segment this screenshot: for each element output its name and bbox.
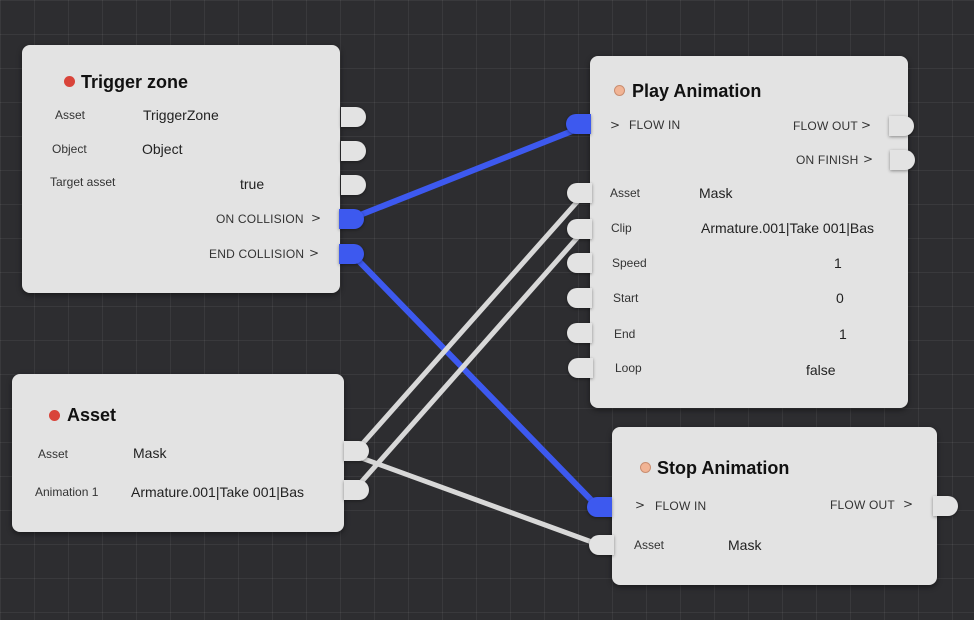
flow-out-output-port[interactable] bbox=[933, 496, 958, 516]
chevron-right-icon: > bbox=[311, 211, 322, 225]
chevron-right-icon: > bbox=[903, 497, 914, 511]
speed-label: Speed bbox=[612, 256, 647, 270]
node-title: Asset bbox=[67, 405, 117, 425]
flow-in-label: FLOW IN bbox=[629, 118, 681, 132]
chevron-right-icon: > bbox=[863, 152, 874, 166]
asset-node[interactable]: Asset Asset Mask Animation 1 Armature.00… bbox=[12, 374, 344, 532]
asset-label: Asset bbox=[55, 108, 86, 122]
chevron-right-icon: > bbox=[610, 118, 621, 132]
wire-animation-to-play-clip bbox=[353, 226, 588, 491]
on-finish-output-port[interactable] bbox=[890, 150, 915, 170]
asset-value[interactable]: TriggerZone bbox=[143, 107, 219, 123]
wire-asset-to-play-asset bbox=[353, 190, 588, 454]
asset-input-port[interactable] bbox=[589, 535, 614, 555]
on-collision-output-port[interactable] bbox=[339, 209, 364, 229]
end-value[interactable]: 1 bbox=[839, 326, 847, 342]
node-title: Stop Animation bbox=[657, 458, 790, 478]
loop-label: Loop bbox=[615, 361, 642, 375]
target-asset-output-port[interactable] bbox=[341, 175, 366, 195]
asset-output-port[interactable] bbox=[341, 107, 366, 127]
flow-out-output-port[interactable] bbox=[889, 116, 914, 136]
start-input-port[interactable] bbox=[567, 288, 592, 308]
flow-in-label: FLOW IN bbox=[655, 499, 707, 513]
clip-input-port[interactable] bbox=[567, 219, 592, 239]
clip-label: Clip bbox=[611, 221, 632, 235]
target-asset-label: Target asset bbox=[50, 175, 116, 189]
chevron-right-icon: > bbox=[309, 246, 320, 260]
chevron-right-icon: > bbox=[861, 118, 872, 132]
node-title: Trigger zone bbox=[81, 72, 189, 92]
end-input-port[interactable] bbox=[567, 323, 592, 343]
asset-label: Asset bbox=[610, 186, 641, 200]
start-label: Start bbox=[613, 291, 639, 305]
object-output-port[interactable] bbox=[341, 141, 366, 161]
asset-output-port[interactable] bbox=[344, 441, 369, 461]
flow-out-label: FLOW OUT bbox=[830, 498, 895, 512]
end-label: End bbox=[614, 327, 636, 341]
status-dot-icon bbox=[640, 462, 651, 473]
start-value[interactable]: 0 bbox=[836, 290, 844, 306]
asset-input-port[interactable] bbox=[567, 183, 592, 203]
wire-on-collision-to-play-flow-in bbox=[347, 121, 593, 222]
speed-value[interactable]: 1 bbox=[834, 255, 842, 271]
status-dot-icon bbox=[49, 410, 60, 421]
status-dot-icon bbox=[614, 85, 625, 96]
object-label: Object bbox=[52, 142, 87, 156]
end-collision-output-port[interactable] bbox=[339, 244, 364, 264]
end-collision-label: END COLLISION bbox=[209, 247, 305, 261]
asset-value[interactable]: Mask bbox=[728, 537, 762, 553]
asset-value[interactable]: Mask bbox=[699, 185, 733, 201]
flow-in-input-port[interactable] bbox=[566, 114, 591, 134]
loop-value[interactable]: false bbox=[806, 362, 836, 378]
asset-value[interactable]: Mask bbox=[133, 445, 167, 461]
chevron-right-icon: > bbox=[635, 498, 646, 512]
animation-value[interactable]: Armature.001|Take 001|Bas bbox=[131, 484, 305, 500]
asset-label: Asset bbox=[38, 447, 69, 461]
stop-animation-node[interactable]: Stop Animation > FLOW IN FLOW OUT > Asse… bbox=[612, 427, 937, 585]
target-asset-value[interactable]: true bbox=[240, 176, 265, 192]
object-value[interactable]: Object bbox=[142, 141, 183, 157]
on-finish-label: ON FINISH bbox=[796, 153, 859, 167]
animation-label: Animation 1 bbox=[35, 485, 99, 499]
status-dot-icon bbox=[64, 76, 75, 87]
asset-label: Asset bbox=[634, 538, 665, 552]
play-animation-node[interactable]: Play Animation > FLOW IN FLOW OUT > ON F… bbox=[590, 56, 908, 408]
animation-output-port[interactable] bbox=[344, 480, 369, 500]
trigger-zone-node[interactable]: Trigger zone Asset TriggerZone Object Ob… bbox=[22, 45, 340, 293]
flow-out-label: FLOW OUT bbox=[793, 119, 858, 133]
flow-in-input-port[interactable] bbox=[587, 497, 612, 517]
clip-value[interactable]: Armature.001|Take 001|Bas bbox=[701, 220, 875, 236]
on-collision-label: ON COLLISION bbox=[216, 212, 304, 226]
speed-input-port[interactable] bbox=[567, 253, 592, 273]
wire-end-collision-to-stop-flow-in bbox=[349, 251, 601, 510]
wire-asset-to-stop-asset bbox=[353, 453, 603, 548]
loop-input-port[interactable] bbox=[568, 358, 593, 378]
node-title: Play Animation bbox=[632, 81, 762, 101]
